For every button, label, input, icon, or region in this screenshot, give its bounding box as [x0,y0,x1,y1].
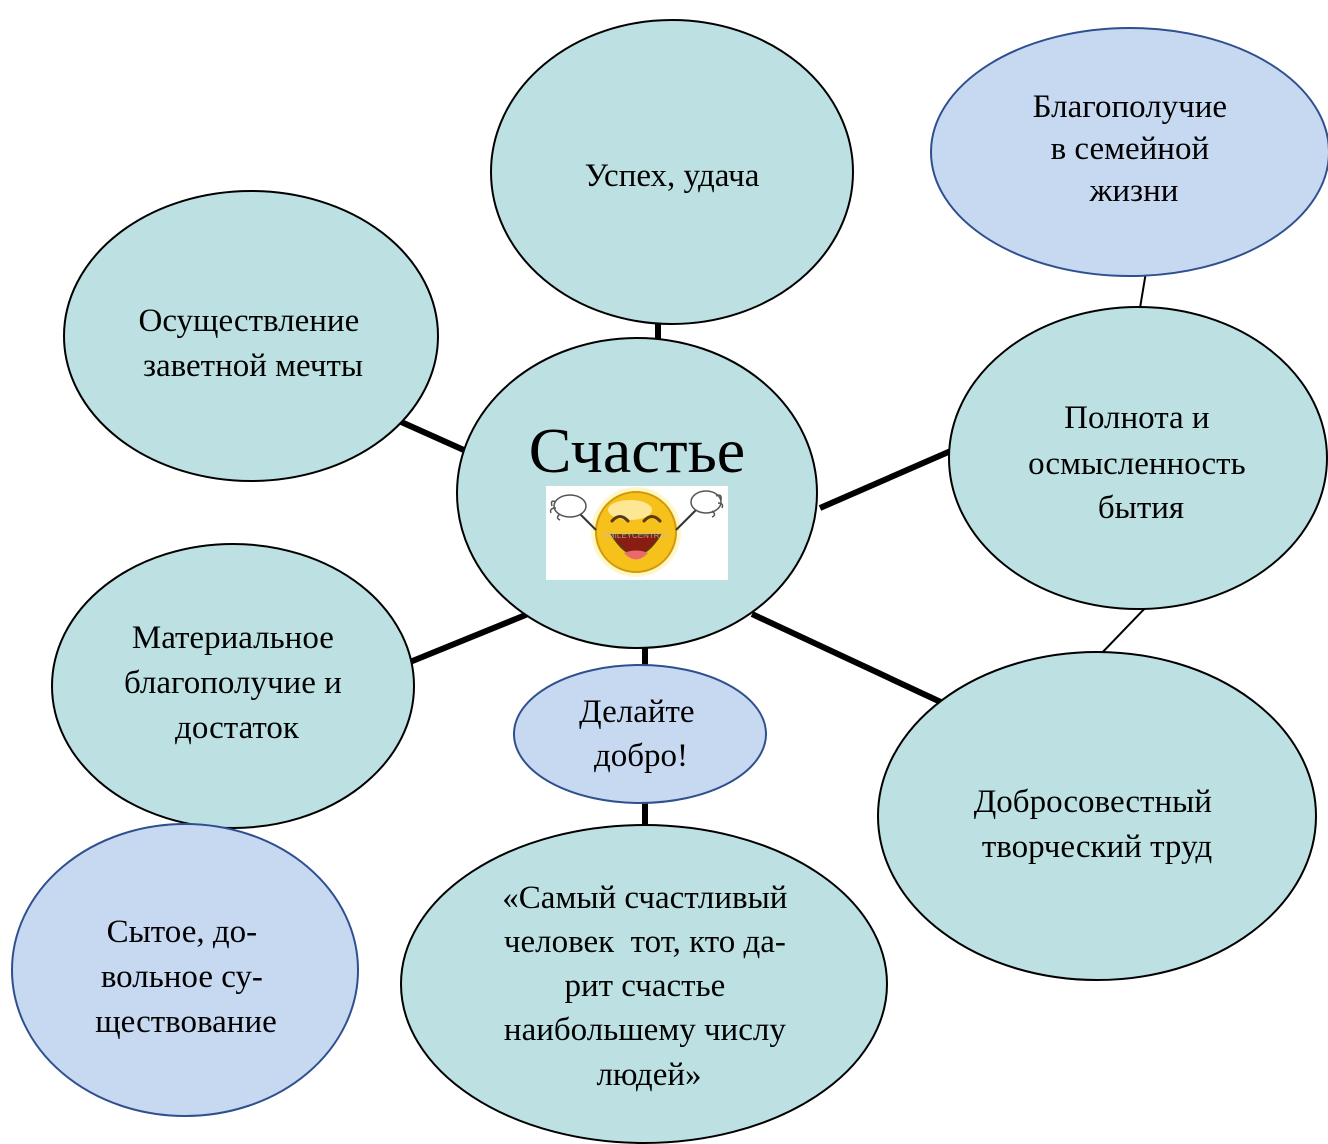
node-trud-line-2: творческий труд [982,829,1213,865]
node-uspekh: Успех, удача [490,19,854,325]
smiley-right-eye [642,515,662,523]
node-citata-line-4: наибольшему числу [504,1012,786,1048]
node-materialnoe-line-2: благополучие и [124,665,342,701]
node-delayte-dobro: Делайте добро! [513,664,767,804]
node-uspekh-ellipse [490,19,854,325]
node-sytoe: Сытое, до- вольное су- ществование [11,823,359,1117]
connector-center-materialnoe [408,611,530,665]
node-delayte-dobro-line-2: добро! [594,738,688,774]
node-materialnoe-ellipse [51,543,415,829]
connector-center-polnota [818,447,955,511]
node-polnota: Полнота и осмысленность бытия [948,306,1328,610]
node-sytoe-line-1: Сытое, до- [107,914,258,950]
node-citata-line-1: «Самый счастливый [502,880,787,916]
node-sytoe-text: Сытое, до- вольное су- ществование [95,914,277,1040]
node-polnota-ellipse [948,306,1328,610]
node-blagopoluchie-semya-line-2: в семейной [1051,131,1210,167]
node-mechta-line-2: заветной мечты [143,348,363,384]
node-polnota-line-1: Полнота и [1064,400,1209,436]
connector-polnota-trud [1096,602,1151,659]
node-materialnoe: Материальное благополучие и достаток [51,543,415,829]
node-citata: «Самый счастливый человек тот, кто да- р… [400,824,888,1144]
connector-blagopoluchie-polnota [1139,271,1147,309]
smiley-watermark: SMILEYCENTRAL [603,531,670,540]
smiley-left-eye [610,515,630,523]
node-blagopoluchie-semya-line-3: жизни [1089,173,1179,209]
node-blagopoluchie-semya-text: Благополучие в семейной жизни [1033,89,1236,209]
node-mechta-text: Осуществление заветной мечты [139,303,368,384]
node-trud-text: Добросовестный творческий труд [974,784,1220,865]
node-polnota-line-2: осмысленность [1028,446,1246,482]
smiley-tongue [624,550,648,560]
node-delayte-dobro-line-1: Делайте [579,694,694,730]
smiley-left-hand [549,494,597,531]
node-trud: Добросовестный творческий труд [877,651,1317,981]
node-uspekh-line-1: Успех, удача [585,158,760,194]
connector-center-trud [750,611,947,707]
node-citata-ellipse [400,824,888,1144]
node-sytoe-line-2: вольное су- [101,959,263,995]
node-citata-line-2: человек тот, кто да- [504,924,786,960]
center-title: Счастье [529,415,745,486]
node-polnota-text: Полнота и осмысленность бытия [1028,400,1254,526]
node-delayte-dobro-text: Делайте добро! [579,694,703,774]
node-sytoe-line-3: ществование [95,1004,277,1040]
node-citata-line-5: людей» [596,1057,701,1093]
node-materialnoe-line-1: Материальное [132,620,334,656]
node-blagopoluchie-semya: Благополучие в семейной жизни [930,27,1328,277]
smiley-right-hand [675,490,724,531]
laughing-smiley-icon: SMILEYCENTRAL [546,486,728,580]
node-sytoe-ellipse [11,823,359,1117]
node-materialnoe-text: Материальное благополучие и достаток [124,620,350,746]
node-citata-text: «Самый счастливый человек тот, кто да- р… [502,880,795,1093]
node-trud-line-1: Добросовестный [974,784,1212,820]
node-mechta-ellipse [63,190,439,482]
connector-center-mechta [397,418,477,458]
node-polnota-line-3: бытия [1098,490,1184,526]
smiley-highlight [608,500,652,520]
center-node: Счастье SMILEYCENTRAL [456,337,818,649]
node-blagopoluchie-semya-ellipse [930,27,1328,277]
node-citata-line-3: рит счастье [564,968,725,1004]
node-trud-ellipse [877,651,1317,981]
node-mechta-line-1: Осуществление [139,303,360,339]
node-materialnoe-line-3: достаток [175,710,300,746]
node-uspekh-text: Успех, удача [585,158,760,194]
node-mechta: Осуществление заветной мечты [63,190,439,482]
node-delayte-dobro-ellipse [513,664,767,804]
node-blagopoluchie-semya-line-1: Благополучие [1033,89,1227,125]
